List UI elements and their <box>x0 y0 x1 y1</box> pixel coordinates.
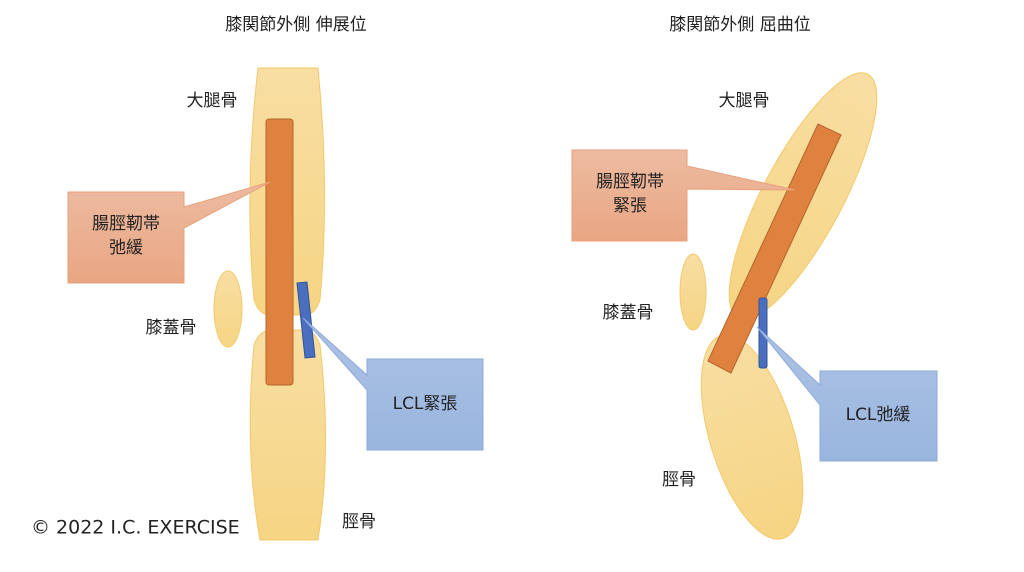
itb-callout-line2: 緊張 <box>613 196 647 216</box>
itb-callout-line2: 弛緩 <box>109 238 143 258</box>
lcl-callout-text: LCL弛緩 <box>846 405 911 425</box>
itb-callout-line1: 腸脛靭帯 <box>596 172 664 192</box>
copyright: © 2022 I.C. EXERCISE <box>31 517 240 539</box>
extension-title: 膝関節外側 伸展位 <box>225 15 366 35</box>
femur-label: 大腿骨 <box>187 91 238 111</box>
flexion-title: 膝関節外側 屈曲位 <box>669 15 810 35</box>
iliotibial-band <box>265 118 294 386</box>
itb-callout: 腸脛靭帯 緊張 <box>571 149 796 242</box>
tibia <box>700 334 804 540</box>
iliotibial-band <box>707 123 842 374</box>
femur-label: 大腿骨 <box>719 91 770 111</box>
lcl-callout: LCL弛緩 <box>756 326 938 462</box>
itb-callout: 腸脛靭帯 弛緩 <box>67 181 271 284</box>
lcl-callout-text: LCL緊張 <box>393 394 458 414</box>
flexion-panel: 膝関節外側 屈曲位 腸脛靭帯 緊張 LCL弛緩 大腿骨 膝蓋骨 脛骨 <box>571 15 938 540</box>
lcl-callout: LCL緊張 <box>302 317 484 451</box>
extension-panel: 膝関節外側 伸展位 腸脛靭帯 弛緩 LCL緊張 大腿骨 膝蓋骨 脛骨 <box>67 15 484 541</box>
tibia-label: 脛骨 <box>342 512 376 532</box>
patella-label: 膝蓋骨 <box>603 303 654 323</box>
lateral-collateral-ligament <box>296 281 316 359</box>
tibia-label: 脛骨 <box>662 470 696 490</box>
itb-callout-line1: 腸脛靭帯 <box>92 214 160 234</box>
patella <box>679 253 707 331</box>
patella-label: 膝蓋骨 <box>146 318 197 338</box>
patella <box>213 270 243 348</box>
